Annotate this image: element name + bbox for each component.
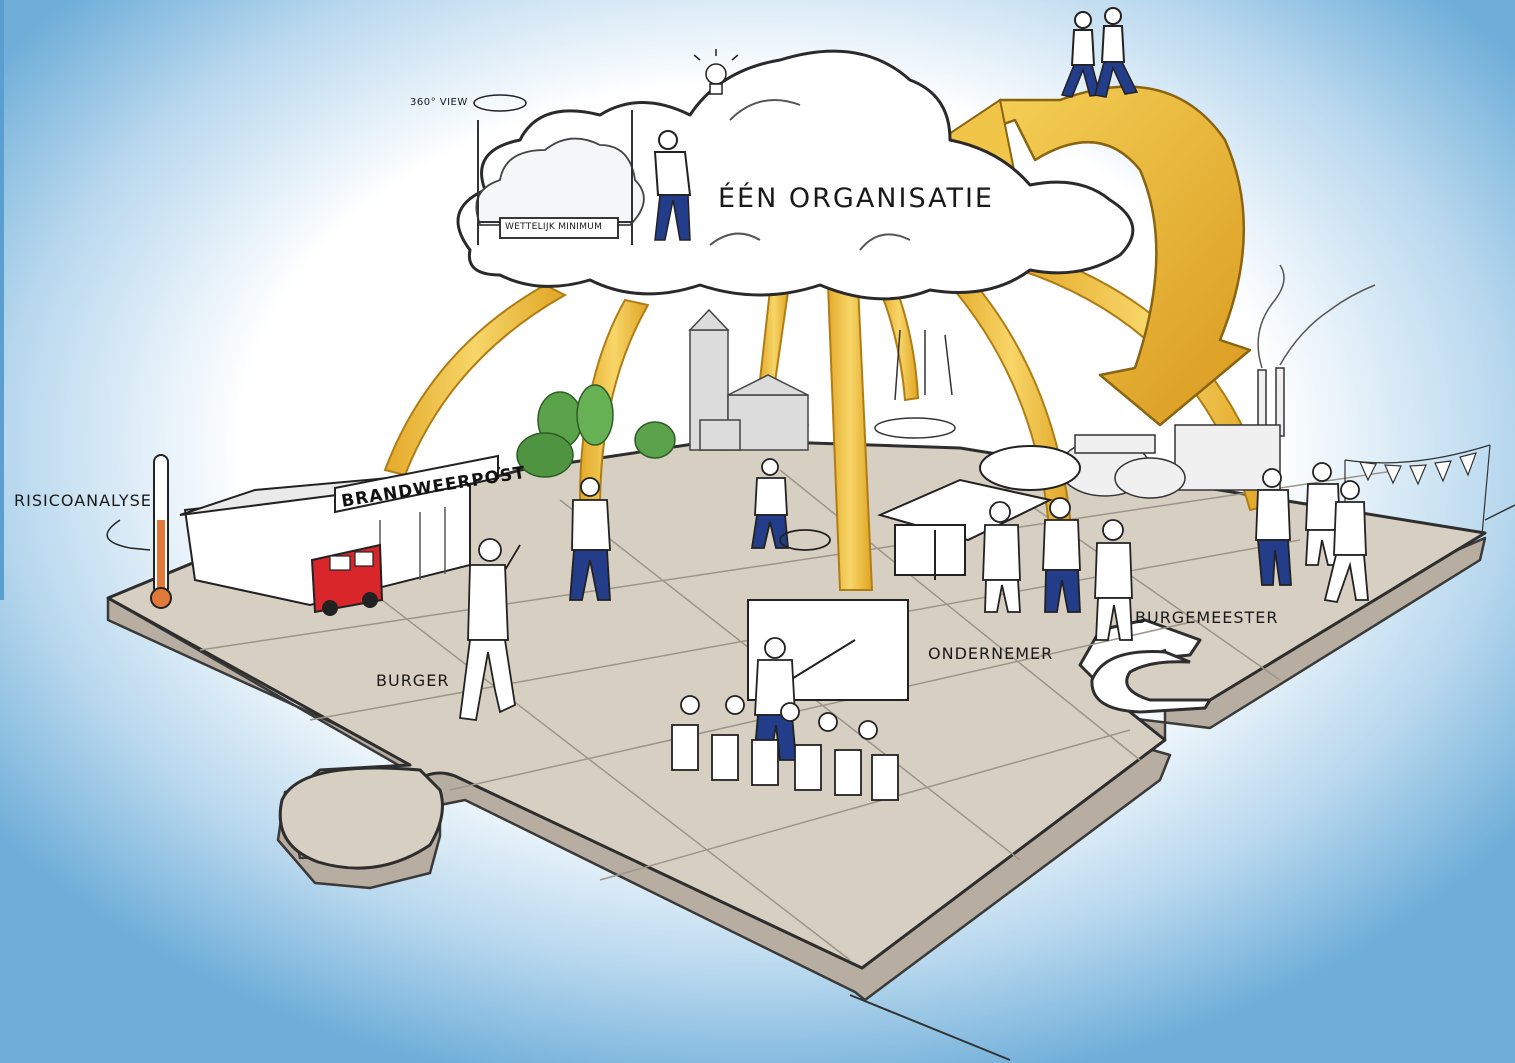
audience [671,695,899,801]
burger-label: BURGER [376,671,450,690]
view-360-label: 360° VIEW [410,97,468,108]
main-cloud [456,49,1135,301]
puzzle-knob-bottom [278,766,444,870]
burgemeester-label: BURGEMEESTER [1135,608,1279,627]
fire-station [179,454,501,607]
city-buildings [688,308,809,451]
person-center-left [569,477,611,601]
person-firefighter [750,458,831,551]
canopy-building [877,478,1054,580]
big-return-arrow [958,85,1252,427]
ground-line-right [1484,504,1515,521]
ondernemer-figures [982,497,1133,641]
rotate-360-icon [473,94,527,112]
lightbulb-icon [693,49,739,95]
right-group-figures [1255,462,1369,604]
walking-people-top [1060,7,1139,98]
left-border-strip [0,0,4,600]
thermometer-icon [106,454,172,609]
wettelijk-minimum-board [499,217,619,239]
scaffold-cloud [475,137,645,226]
puppet-table [874,329,956,439]
speech-bubble [979,445,1081,491]
puzzle-notch-right [1090,650,1213,714]
industry [1059,264,1376,499]
person-on-cloud [653,130,692,241]
wettelijk-minimum-label: WETTELIJK MINIMUM [505,222,603,232]
ondernemer-label: ONDERNEMER [928,644,1054,663]
brandweerpost-sign [334,454,499,514]
ground-line [849,994,1011,1061]
fire-truck [310,543,384,616]
diagram-title: ÉÉN ORGANISATIE [718,183,994,214]
people [458,458,1369,801]
risicoanalyse-label: RISICOANALYSE [14,491,152,510]
burger-figure [458,538,521,721]
